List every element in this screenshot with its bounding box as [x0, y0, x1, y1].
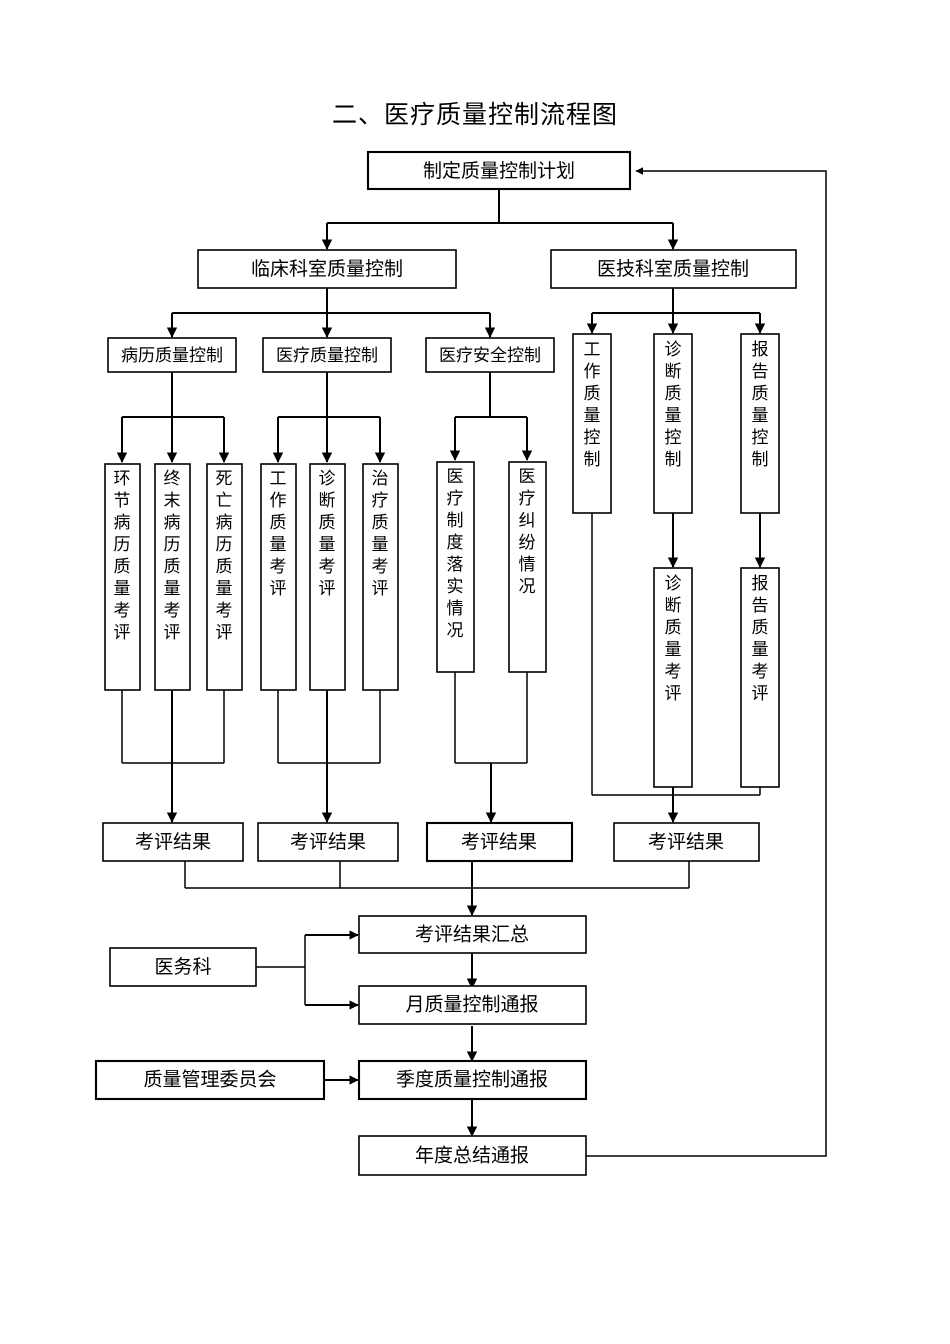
node-mt-report-quality-label: 报告质量控制 — [752, 340, 769, 469]
node-monthly-report-label: 月质量控制通报 — [405, 994, 538, 1016]
node-mt-eval-report-box[interactable] — [740, 567, 780, 788]
node-system-implementation-label: 医疗制度落实情况 — [447, 467, 464, 640]
node-eval-death-record-label: 死亡病历质量考评 — [216, 469, 233, 642]
node-clinical-dept-box[interactable] — [197, 249, 457, 289]
node-mt-diag-quality-box[interactable] — [653, 333, 693, 514]
node-dispute-status[interactable]: 医疗纠纷情况 — [508, 461, 547, 673]
node-medical-quality-label: 医疗质量控制 — [276, 346, 378, 365]
node-mt-diag-quality[interactable]: 诊断质量控制 — [653, 333, 693, 514]
node-dispute-status-label: 医疗纠纷情况 — [519, 467, 536, 596]
node-mt-report-quality[interactable]: 报告质量控制 — [740, 333, 780, 514]
connector-feedback-loop — [586, 167, 827, 1157]
node-mt-diag-quality-label: 诊断质量控制 — [665, 340, 682, 469]
node-result-2-label: 考评结果 — [290, 831, 366, 853]
node-mt-eval-report-label: 报告质量考评 — [752, 574, 769, 703]
node-eval-diagnosis-label: 诊断质量考评 — [319, 469, 336, 598]
node-plan-box[interactable] — [366, 150, 632, 191]
node-eval-treatment-label: 治疗质量考评 — [372, 469, 389, 598]
node-record-quality[interactable]: 病历质量控制 — [107, 337, 237, 373]
node-mt-work-quality-box[interactable] — [572, 333, 612, 514]
node-result-1-box[interactable] — [102, 822, 244, 862]
node-monthly-report[interactable]: 月质量控制通报 — [358, 985, 587, 1025]
node-eval-treatment-box[interactable] — [362, 463, 399, 691]
node-mt-eval-diagnosis-label: 诊断质量考评 — [665, 574, 682, 703]
node-result-3-label: 考评结果 — [461, 831, 537, 853]
node-eval-link-record[interactable]: 环节病历质量考评 — [104, 463, 141, 691]
node-result-4[interactable]: 考评结果 — [613, 822, 760, 862]
connector-layer — [116, 167, 827, 1157]
node-mt-work-quality[interactable]: 工作质量控制 — [572, 333, 612, 514]
node-eval-final-record-box[interactable] — [154, 463, 191, 691]
node-result-2-box[interactable] — [257, 822, 399, 862]
node-medical-quality-box[interactable] — [262, 337, 392, 373]
node-medical-safety[interactable]: 医疗安全控制 — [425, 337, 555, 373]
node-summary-box[interactable] — [358, 915, 587, 954]
node-medical-affairs-box[interactable] — [109, 947, 257, 987]
node-mt-eval-report[interactable]: 报告质量考评 — [740, 567, 780, 788]
node-eval-work[interactable]: 工作质量考评 — [260, 463, 297, 691]
node-result-1[interactable]: 考评结果 — [102, 822, 244, 862]
node-mt-eval-diagnosis-box[interactable] — [653, 567, 693, 788]
node-summary-label: 考评结果汇总 — [415, 924, 529, 946]
node-record-quality-box[interactable] — [107, 337, 237, 373]
node-quality-committee[interactable]: 质量管理委员会 — [94, 1059, 326, 1101]
node-result-3[interactable]: 考评结果 — [425, 821, 574, 863]
node-eval-death-record-box[interactable] — [206, 463, 243, 691]
node-eval-work-label: 工作质量考评 — [270, 469, 287, 598]
node-result-1-label: 考评结果 — [135, 831, 211, 853]
node-eval-death-record[interactable]: 死亡病历质量考评 — [206, 463, 243, 691]
node-quarterly-report-label: 季度质量控制通报 — [396, 1069, 548, 1091]
node-eval-treatment[interactable]: 治疗质量考评 — [362, 463, 399, 691]
node-annual-report-label: 年度总结通报 — [415, 1145, 529, 1167]
node-medical-quality[interactable]: 医疗质量控制 — [262, 337, 392, 373]
node-clinical-dept[interactable]: 临床科室质量控制 — [197, 249, 457, 289]
node-result-4-label: 考评结果 — [648, 831, 724, 853]
node-clinical-dept-label: 临床科室质量控制 — [251, 258, 403, 280]
node-result-3-box[interactable] — [425, 821, 574, 863]
node-quarterly-report-box[interactable] — [357, 1059, 588, 1101]
node-annual-report[interactable]: 年度总结通报 — [358, 1135, 587, 1176]
node-system-implementation-box[interactable] — [436, 461, 475, 673]
node-eval-final-record[interactable]: 终末病历质量考评 — [154, 463, 191, 691]
node-system-implementation[interactable]: 医疗制度落实情况 — [436, 461, 475, 673]
node-medtech-dept[interactable]: 医技科室质量控制 — [550, 249, 797, 289]
node-monthly-report-box[interactable] — [358, 985, 587, 1025]
node-annual-report-box[interactable] — [358, 1135, 587, 1176]
node-medical-affairs[interactable]: 医务科 — [109, 947, 257, 987]
node-result-2[interactable]: 考评结果 — [257, 822, 399, 862]
node-mt-work-quality-label: 工作质量控制 — [584, 340, 601, 469]
node-plan-label: 制定质量控制计划 — [423, 160, 575, 182]
node-result-4-box[interactable] — [613, 822, 760, 862]
node-medical-affairs-label: 医务科 — [154, 956, 211, 978]
node-medical-safety-box[interactable] — [425, 337, 555, 373]
node-mt-eval-diagnosis[interactable]: 诊断质量考评 — [653, 567, 693, 788]
node-quality-committee-box[interactable] — [94, 1059, 326, 1101]
node-plan[interactable]: 制定质量控制计划 — [366, 150, 632, 191]
node-quality-committee-label: 质量管理委员会 — [143, 1069, 276, 1091]
node-eval-work-box[interactable] — [260, 463, 297, 691]
node-eval-link-record-label: 环节病历质量考评 — [114, 469, 131, 642]
node-eval-final-record-label: 终末病历质量考评 — [164, 469, 181, 642]
node-eval-diagnosis-box[interactable] — [309, 463, 346, 691]
page-title: 二、医疗质量控制流程图 — [331, 102, 618, 129]
node-summary[interactable]: 考评结果汇总 — [358, 915, 587, 954]
node-medtech-dept-box[interactable] — [550, 249, 797, 289]
node-dispute-status-box[interactable] — [508, 461, 547, 673]
node-record-quality-label: 病历质量控制 — [121, 346, 223, 365]
node-eval-diagnosis[interactable]: 诊断质量考评 — [309, 463, 346, 691]
node-mt-report-quality-box[interactable] — [740, 333, 780, 514]
node-eval-link-record-box[interactable] — [104, 463, 141, 691]
node-quarterly-report[interactable]: 季度质量控制通报 — [357, 1059, 588, 1101]
node-medtech-dept-label: 医技科室质量控制 — [597, 258, 749, 280]
node-medical-safety-label: 医疗安全控制 — [439, 346, 541, 365]
